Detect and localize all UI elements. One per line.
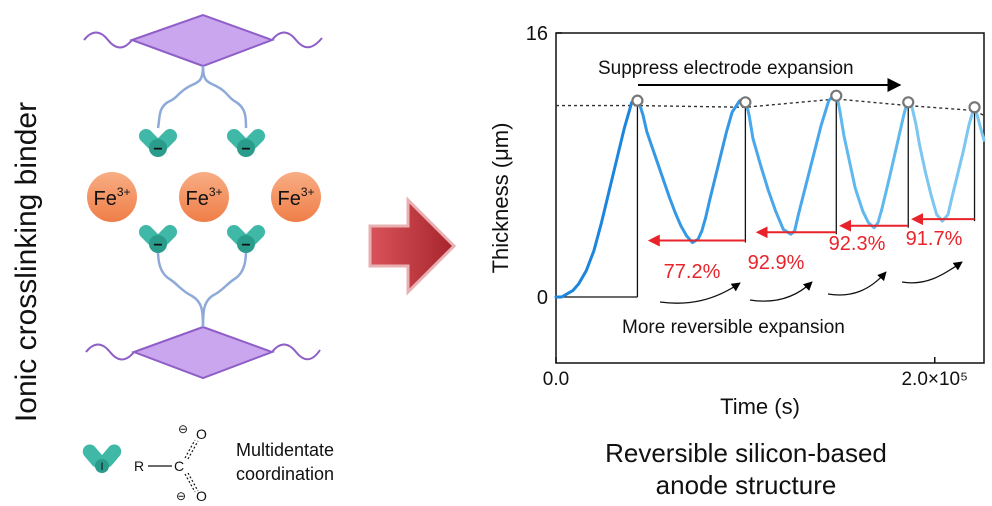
thickness-chart: 16 0 0.0 2.0×10⁵ 77.2% 92.9% 92.3% 91.7% Suppre… [488,23,986,500]
bottom-backbone-rhombus [131,325,275,380]
svg-text:Fe3+: Fe3+ [277,185,314,210]
retention-label: 91.7% [906,228,963,250]
series-line-cycle [834,90,910,230]
x-tick-label: 2.0×10⁵ [901,369,968,390]
ligand-top-right: − [226,128,266,158]
legend-ominus-top: ⊖ [178,422,188,436]
x-tick-label: 0.0 [543,369,569,390]
legend-o-top: O [196,426,207,442]
cycle-curve-arrow [659,282,741,304]
ligand-legend-icon: I [82,444,122,473]
legend-c: C [174,458,184,474]
x-axis-label: Time (s) [720,394,800,419]
legend-r: R [134,458,144,474]
annotation-top: Suppress electrode expansion [598,58,854,79]
plot-frame [555,32,985,364]
chart-marks: 16 0 0.0 2.0×10⁵ 77.2% 92.9% 92.3% 91.7% [526,23,986,390]
peak-marker [830,89,843,102]
legend-text-line2: coordination [236,464,334,484]
ligand-charge: − [153,237,162,254]
coordination-legend: I R C O O ⊖ ⊖ Multidentate coordination [82,422,334,504]
y-tick-label: 16 [526,23,548,45]
ion-fe-middle: Fe3+ [179,172,229,222]
binder-schematic: Ionic crosslinking binder − [10,13,334,504]
series-line-cycle [554,95,639,299]
y-axis-label: Thickness (μm) [488,123,513,274]
svg-text:Fe3+: Fe3+ [93,185,130,210]
ligand-bottom-left: − [138,224,178,254]
binder-chains [156,65,248,328]
svg-text:Fe3+: Fe3+ [185,185,222,210]
peak-marker [902,96,915,109]
top-backbone-rhombus [129,13,275,68]
ion-fe-left: Fe3+ [87,172,137,222]
peak-marker [739,96,752,109]
vertical-title: Ionic crosslinking binder [10,102,43,422]
envelope-line [556,98,985,117]
chart-annotations: Suppress electrode expansion More revers… [488,58,902,500]
transition-arrow [368,196,457,296]
annotation-bottom: More reversible expansion [622,317,845,338]
cycle-curve-arrow [749,281,813,302]
ligand-bottom-right: − [226,224,266,254]
caption-line2: anode structure [656,470,837,500]
legend-o-bottom: O [196,488,207,504]
ion-fe-right: Fe3+ [271,172,321,222]
ligand-charge: − [241,141,250,158]
series-line-cycle [635,95,747,245]
peak-marker [631,94,644,107]
ligand-group: − − − − [138,128,266,254]
cycle-curve-arrow [901,261,963,284]
svg-text:I: I [100,461,103,473]
ligand-charge: − [241,237,250,254]
retention-label: 77.2% [664,261,721,283]
legend-text-line1: Multidentate [236,440,334,460]
y-tick-label: 0 [537,287,548,309]
ligand-charge: − [153,141,162,158]
legend-ominus-bottom: ⊖ [176,489,186,503]
retention-label: 92.3% [829,233,886,255]
series-line-cycle [906,97,977,223]
cycle-curve-arrow [827,271,887,296]
peak-marker [968,101,981,114]
series-line-cycle [743,90,838,236]
caption-line1: Reversible silicon-based [605,438,887,468]
ligand-top-left: − [138,128,178,158]
retention-label: 92.9% [748,252,805,274]
